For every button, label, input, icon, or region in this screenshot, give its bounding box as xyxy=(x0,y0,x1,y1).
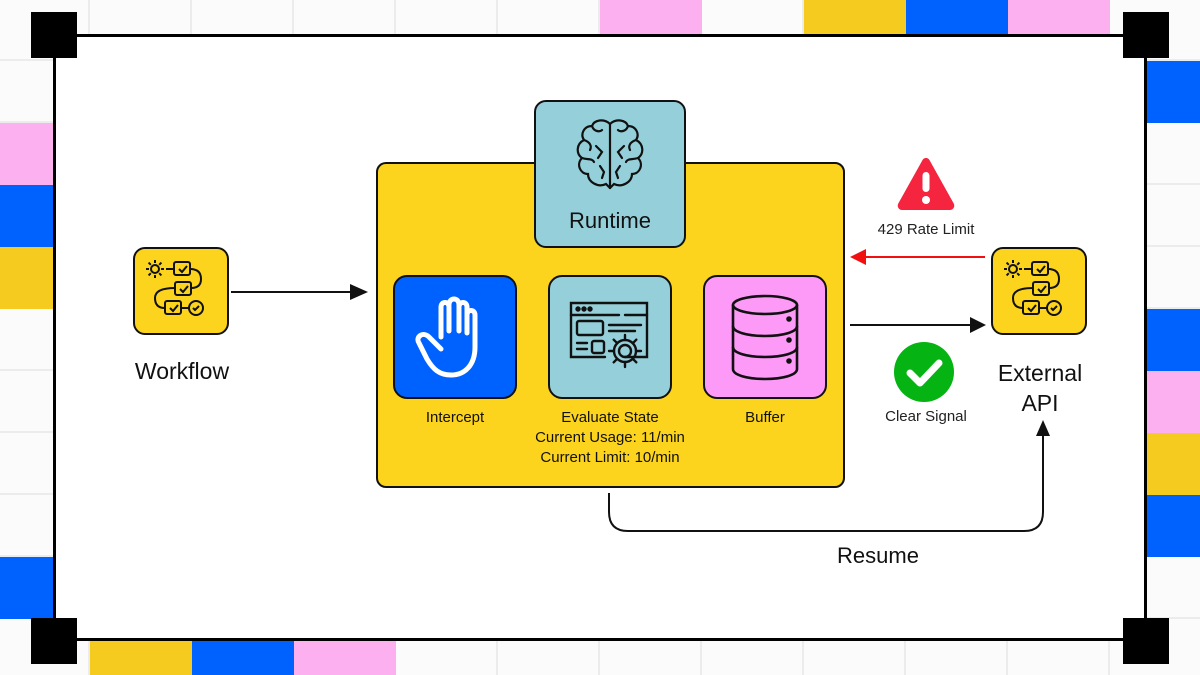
runtime-label: Runtime xyxy=(569,208,651,233)
frame-corner-bottom-right xyxy=(1123,618,1169,664)
hand-stop-icon xyxy=(415,296,478,378)
external-api-node[interactable] xyxy=(991,247,1087,335)
buffer-node[interactable] xyxy=(703,275,827,399)
frame-corner-top-right xyxy=(1123,12,1169,58)
evaluate-state-node[interactable] xyxy=(548,275,672,399)
external-api-label-line2: API xyxy=(1021,390,1059,416)
workflow-icon xyxy=(146,260,204,316)
workflow-label: Workflow xyxy=(134,358,230,384)
intercept-label: Intercept xyxy=(425,409,485,426)
workflow-node[interactable] xyxy=(133,247,229,335)
check-circle-icon xyxy=(894,342,954,402)
current-limit-text: Current Limit: 10/min xyxy=(540,449,680,466)
database-icon xyxy=(731,294,799,381)
workflow-icon xyxy=(1004,260,1062,316)
current-usage-text: Current Usage: 11/min xyxy=(535,429,685,446)
warning-icon xyxy=(897,158,955,210)
rate-limit-label: 429 Rate Limit xyxy=(877,221,975,238)
frame-corner-bottom-left xyxy=(31,618,77,664)
external-api-label-line1: External xyxy=(997,360,1083,386)
browser-settings-icon xyxy=(569,301,649,369)
buffer-label: Buffer xyxy=(745,409,785,426)
frame-corner-top-left xyxy=(31,12,77,58)
clear-signal-label: Clear Signal xyxy=(885,408,967,425)
resume-label: Resume xyxy=(837,543,919,568)
evaluate-state-label: Evaluate State xyxy=(561,409,659,426)
brain-icon xyxy=(576,119,644,190)
runtime-header[interactable]: Runtime xyxy=(534,100,686,248)
intercept-node[interactable] xyxy=(393,275,517,399)
